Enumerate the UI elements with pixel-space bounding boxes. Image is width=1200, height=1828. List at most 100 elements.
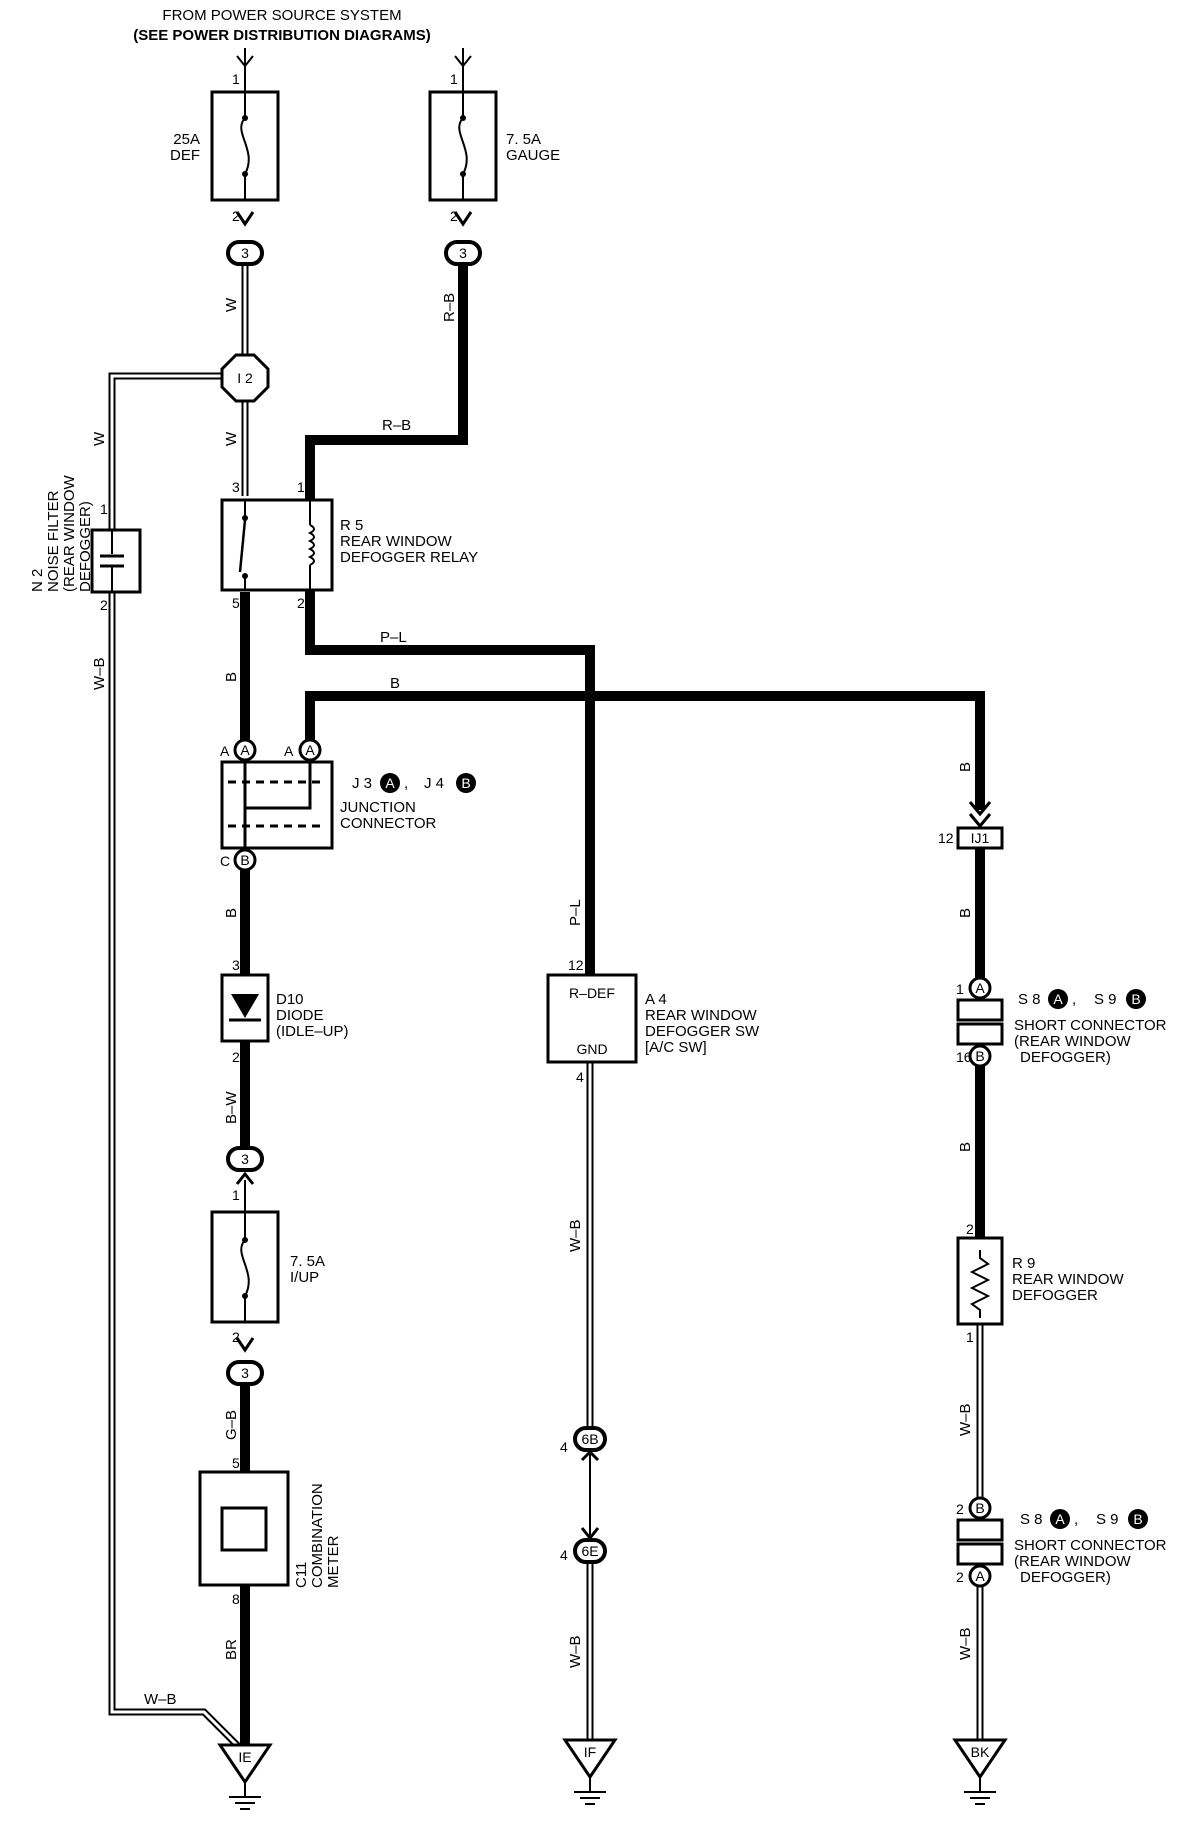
svg-text:IJ1: IJ1	[971, 830, 990, 846]
connector-6b: 4 6B	[560, 1426, 607, 1541]
junction-connector: A A A A C B J 3 A , J 4 B JUNCTION CONNE…	[220, 738, 476, 872]
svg-text:3: 3	[232, 479, 240, 495]
relay-r5: 3 1 5 2 R 5 REAR WINDOW DEFOGGER RELAY	[220, 479, 478, 611]
diode-l2: (IDLE–UP)	[276, 1023, 349, 1040]
label-wb-bk: W–B	[957, 1627, 974, 1660]
svg-text:1: 1	[450, 71, 458, 87]
ground-bk: BK	[952, 1738, 1008, 1805]
svg-text:1: 1	[100, 501, 108, 517]
label-wb-right: W–B	[957, 1403, 974, 1436]
svg-text:2: 2	[232, 208, 240, 224]
short-connector-1: 1 A 16 B S 8 A , S 9 B SHORT CONNECTOR (…	[956, 976, 1167, 1068]
wire-rb	[305, 266, 468, 500]
meter-l1: COMBINATION	[309, 1483, 326, 1588]
svg-text:A: A	[975, 980, 985, 996]
svg-text:4: 4	[576, 1069, 584, 1085]
ground-ie: IE	[217, 1743, 273, 1810]
short-connector-2: 2 B 2 A S 8 A , S 9 B SHORT CONNECTOR (R…	[956, 1496, 1167, 1588]
svg-text:1: 1	[966, 1329, 974, 1345]
svg-text:2: 2	[297, 595, 305, 611]
svg-text:12: 12	[938, 830, 954, 846]
defogger-l1: REAR WINDOW	[1012, 1271, 1125, 1288]
svg-text:2: 2	[956, 1569, 964, 1585]
noise-filter-l3: DEFOGGER)	[77, 501, 94, 592]
relay-id: R 5	[340, 517, 363, 534]
connector-3-def: 3	[226, 240, 264, 266]
svg-text:B: B	[461, 775, 470, 791]
short2-l2: (REAR WINDOW	[1014, 1553, 1131, 1570]
diode-l1: DIODE	[276, 1007, 324, 1024]
svg-text:B: B	[240, 852, 249, 868]
defogger-l2: DEFOGGER	[1012, 1287, 1098, 1304]
svg-text:1: 1	[956, 981, 964, 997]
svg-text:B: B	[975, 1048, 984, 1064]
wire-b-long	[305, 691, 985, 810]
switch-l1: REAR WINDOW	[645, 1007, 758, 1024]
svg-text:12: 12	[568, 957, 584, 973]
svg-text:A: A	[220, 743, 230, 759]
label-wb-if: W–B	[567, 1635, 584, 1668]
label-b-relay: B	[223, 672, 240, 682]
svg-text:A: A	[1053, 991, 1063, 1007]
label-pl-vertical: P–L	[567, 899, 584, 926]
label-rb-horizontal: R–B	[382, 417, 411, 434]
svg-text:16: 16	[956, 1049, 972, 1065]
short2-id2: S 9	[1096, 1511, 1119, 1528]
label-w-3: W	[91, 431, 108, 446]
svg-text:1: 1	[232, 1187, 240, 1203]
switch-terminal-rdef: R–DEF	[569, 985, 615, 1001]
svg-text:A: A	[975, 1568, 985, 1584]
relay-l2: DEFOGGER RELAY	[340, 549, 478, 566]
svg-text:4: 4	[560, 1547, 568, 1563]
svg-text:C: C	[220, 853, 230, 869]
wire-w-noise	[108, 372, 225, 530]
label-wb-sw: W–B	[567, 1219, 584, 1252]
svg-text:,: ,	[404, 775, 408, 792]
meter-id: C11	[293, 1562, 310, 1588]
connector-6e: 4 6E	[560, 1538, 607, 1564]
short1-l2: (REAR WINDOW	[1014, 1033, 1131, 1050]
junction-id1: J 3	[352, 775, 372, 792]
label-wb-bottom: W–B	[144, 1691, 177, 1708]
label-b-right-low: B	[957, 1142, 974, 1152]
junction-l2: CONNECTOR	[340, 815, 437, 832]
short2-l3: DEFOGGER)	[1020, 1569, 1111, 1586]
fuse-iup-name: I/UP	[290, 1269, 319, 1286]
svg-text:B: B	[1131, 991, 1140, 1007]
svg-text:2: 2	[232, 1049, 240, 1065]
fuse-def-amp: 25A	[173, 131, 200, 148]
svg-text:IF: IF	[584, 1744, 596, 1760]
svg-text:3: 3	[241, 1151, 249, 1167]
svg-text:2: 2	[232, 1329, 240, 1345]
combination-meter: 5 8 C11 COMBINATION METER	[198, 1455, 342, 1607]
svg-text:A: A	[240, 742, 250, 758]
defogger-switch: 12 R–DEF GND 4 A 4 REAR WINDOW DEFOGGER …	[546, 957, 760, 1085]
svg-text:I 2: I 2	[237, 370, 253, 386]
header-line1: FROM POWER SOURCE SYSTEM	[162, 7, 401, 24]
fuse-def: 1 2 25A DEF	[170, 71, 280, 227]
wire-pl	[305, 590, 595, 975]
diode-id: D10	[276, 991, 304, 1008]
svg-text:,: ,	[1072, 991, 1076, 1008]
svg-text:6E: 6E	[581, 1543, 598, 1559]
svg-text:B: B	[975, 1500, 984, 1516]
svg-text:3: 3	[241, 1365, 249, 1381]
svg-text:2: 2	[100, 597, 108, 613]
svg-text:5: 5	[232, 595, 240, 611]
svg-text:5: 5	[232, 1455, 240, 1471]
svg-text:2: 2	[450, 208, 458, 224]
input-arrow-def	[236, 48, 254, 92]
fuse-iup-amp: 7. 5A	[290, 1253, 325, 1270]
defogger-id: R 9	[1012, 1255, 1035, 1272]
label-b-diode: B	[223, 908, 240, 918]
label-w-2: W	[223, 431, 240, 446]
svg-text:4: 4	[560, 1439, 568, 1455]
noise-filter-id: N 2	[29, 569, 46, 592]
connector-ij1: 12 IJ1	[938, 801, 1004, 850]
label-gb: G–B	[223, 1410, 240, 1440]
noise-filter-l1: NOISE FILTER	[45, 490, 62, 592]
svg-text:2: 2	[956, 1501, 964, 1517]
short1-id2: S 9	[1094, 991, 1117, 1008]
svg-text:8: 8	[232, 1591, 240, 1607]
svg-text:BK: BK	[971, 1744, 990, 1760]
